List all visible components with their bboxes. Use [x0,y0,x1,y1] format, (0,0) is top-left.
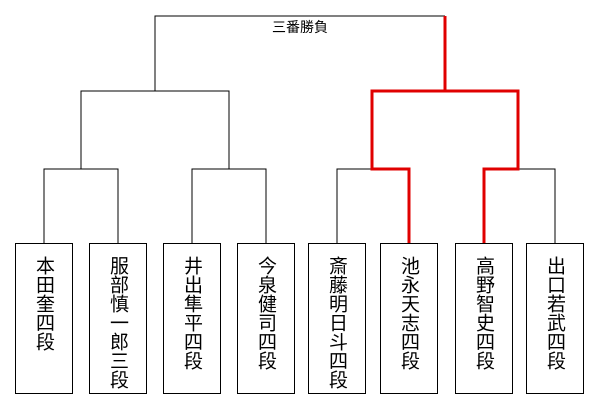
player-name: 斎藤明日斗四段 [326,256,348,389]
player-box-6: 池永天志四段 [380,243,438,394]
player-name: 本田奎四段 [33,256,55,351]
bracket-line-r1-match4 [484,168,556,243]
final-title: 三番勝負 [272,20,328,36]
player-name: 出口若武四段 [544,256,566,370]
player-box-5: 斎藤明日斗四段 [308,243,366,394]
player-box-3: 井出隼平四段 [163,243,221,394]
bracket-line-r1-match3 [336,168,409,243]
player-box-2: 服部慎一郎三段 [89,243,147,394]
player-name: 井出隼平四段 [181,256,203,370]
bracket-line-r2-match1 [80,90,230,169]
player-box-8: 出口若武四段 [526,243,584,394]
winner-path-ikenaga [370,16,447,243]
bracket-line-final [154,15,445,91]
player-box-7: 高野智史四段 [455,243,513,394]
player-box-1: 本田奎四段 [15,243,73,394]
player-name: 高野智史四段 [473,256,495,370]
winner-path-takano [445,89,520,243]
player-name: 池永天志四段 [398,256,420,370]
bracket-line-r1-match1 [43,168,119,243]
player-name: 服部慎一郎三段 [107,256,129,389]
bracket-line-r1-match2 [191,168,267,243]
player-box-4: 今泉健司四段 [237,243,295,394]
player-name: 今泉健司四段 [255,256,277,370]
